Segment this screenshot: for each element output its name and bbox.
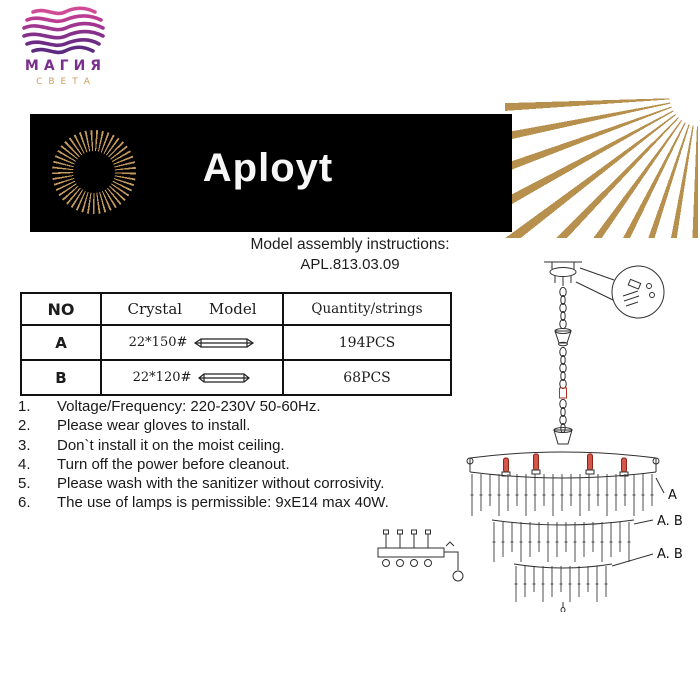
row-a-model: 22*150#: [106, 326, 278, 359]
tier-label-ab-2: A. B: [657, 547, 683, 562]
chandelier-diagram: A A. B A. B: [466, 261, 683, 612]
column-header-no: NO: [20, 292, 102, 326]
table-header-row: NO Crystal Model Quantity/strings: [20, 292, 452, 326]
instructions-title: Model assembly instructions:: [250, 236, 450, 253]
logo-title: МАГИЯ: [24, 58, 107, 74]
note-number: 3.: [18, 436, 31, 454]
note-text: Don`t install it on the moist ceiling.: [57, 436, 285, 454]
note-number: 5.: [18, 475, 31, 493]
installation-notes: 1. Voltage/Frequency: 220-230V 50-60Hz. 2…: [16, 397, 446, 513]
row-a-quantity: 194PCS: [282, 324, 452, 361]
mounting-bracket-diagram: [377, 529, 464, 582]
note-item: 6. The use of lamps is permissible: 9xE14…: [16, 493, 446, 512]
note-item: 1. Voltage/Frequency: 220-230V 50-60Hz.: [16, 397, 446, 416]
parts-table: NO Crystal Model Quantity/strings A 22*1…: [20, 292, 452, 396]
column-header-quantity: Quantity/strings: [282, 292, 452, 326]
row-b-model-text: 22*120#: [132, 370, 192, 385]
gold-rays-decoration: [505, 96, 700, 238]
note-item: 2. Please wear gloves to install.: [16, 416, 446, 435]
note-number: 1.: [18, 398, 31, 415]
note-item: 5. Please wash with the sanitizer without…: [16, 474, 446, 493]
note-text: The use of lamps is permissible: 9xE14 m…: [57, 494, 389, 512]
row-b-no: B: [20, 359, 102, 396]
note-number: 2.: [18, 417, 31, 435]
column-header-model: Crystal Model: [100, 292, 284, 326]
row-b-model: 22*120#: [106, 361, 278, 394]
sheet-header: Model assembly instructions: APL.813.03.…: [170, 236, 530, 273]
brand-wordmark: Aployt: [202, 146, 334, 190]
note-text: Please wash with the sanitizer without c…: [57, 475, 385, 493]
logo-waves-icon: [22, 6, 105, 55]
row-a-no: A: [20, 324, 102, 361]
magia-sveta-logo: МАГИЯ СВЕТА: [8, 6, 118, 87]
note-text: Voltage/Frequency: 220-230V 50-60Hz.: [57, 398, 321, 415]
crystal-icon: [194, 337, 255, 348]
tier-label-a: A: [668, 488, 677, 503]
row-a-model-text: 22*150#: [128, 335, 188, 350]
note-text: Turn off the power before cleanout.: [57, 455, 290, 473]
note-item: 4. Turn off the power before cleanout.: [16, 455, 446, 474]
tier-label-ab-1: A. B: [657, 514, 683, 529]
table-row: A 22*150# 194PCS: [20, 324, 452, 361]
brand-banner: Aployt: [30, 114, 512, 232]
table-row: B 22*120# 68PCS: [20, 359, 452, 396]
logo-subtitle: СВЕТА: [36, 77, 96, 87]
sunburst-core: [76, 154, 112, 190]
model-number: APL.813.03.09: [300, 256, 400, 273]
note-number: 6.: [18, 494, 31, 512]
note-number: 4.: [18, 455, 31, 473]
note-item: 3. Don`t install it on the moist ceiling.: [16, 436, 446, 455]
crystal-icon: [198, 372, 251, 383]
note-text: Please wear gloves to install.: [57, 417, 251, 435]
row-b-quantity: 68PCS: [282, 359, 452, 396]
